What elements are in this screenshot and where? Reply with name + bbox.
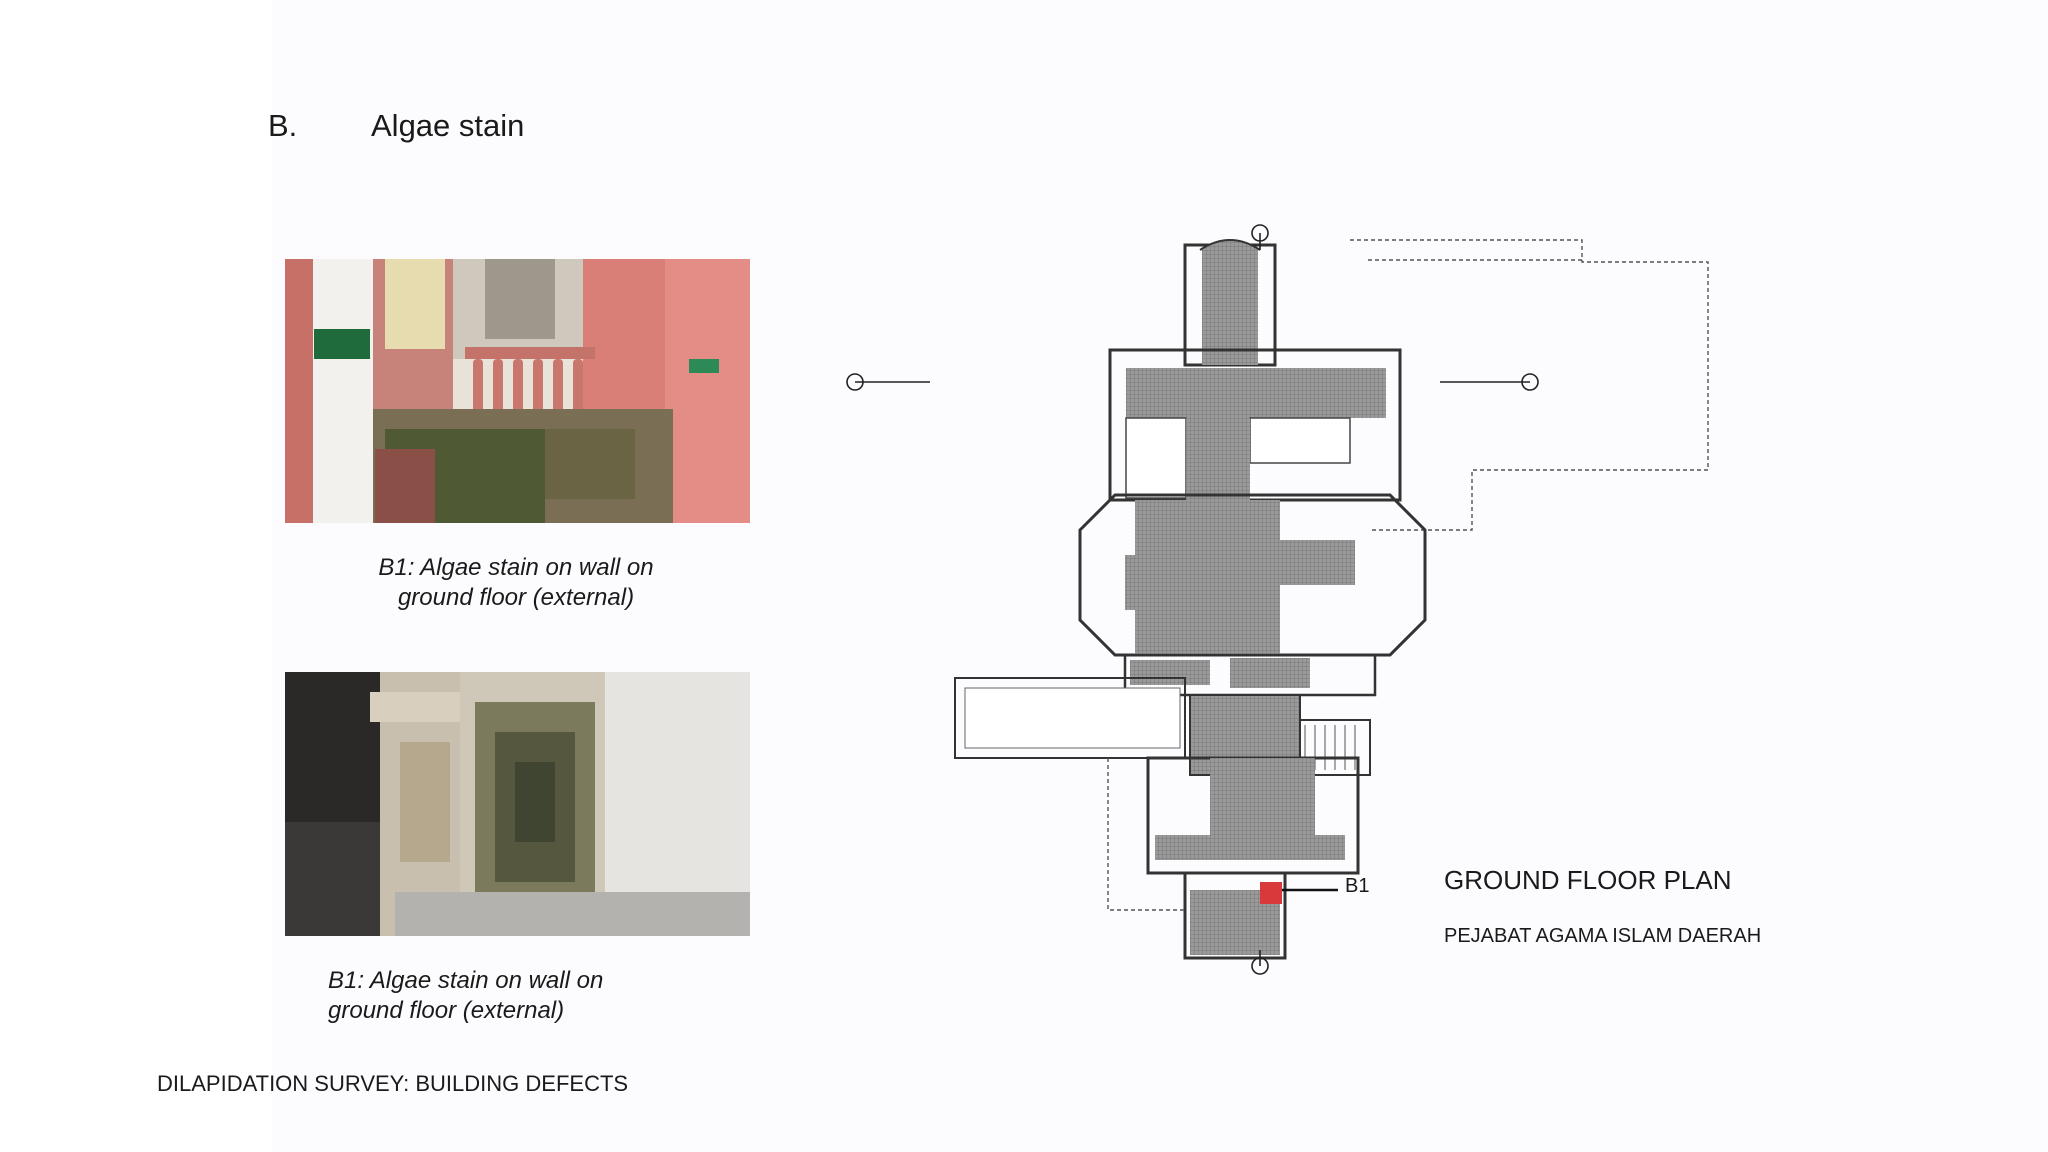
defect-photo-1 [285,259,750,523]
plan-title: GROUND FLOOR PLAN [1444,865,1732,895]
photo-2-caption: B1: Algae stain on wall on ground floor … [328,967,604,1024]
ground-floor-plan [830,210,1760,990]
section-letter: B. [268,108,298,143]
photo-1-caption: B1: Algae stain on wall on ground floor … [378,554,654,611]
plan-subtitle: PEJABAT AGAMA ISLAM DAERAH [1444,925,1762,947]
plan-marker-b1: B1 [1345,875,1370,897]
footer-text: DILAPIDATION SURVEY: BUILDING DEFECTS [157,1071,629,1096]
defect-photo-2 [285,672,750,936]
section-title: Algae stain [371,108,525,143]
